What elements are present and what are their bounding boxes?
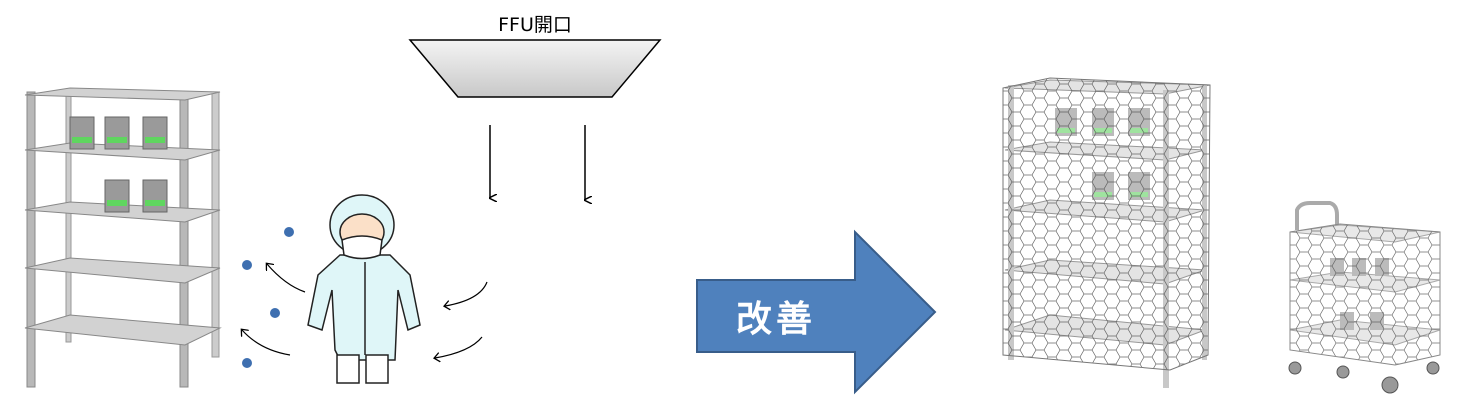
ffu-opening-label: FFU開口: [498, 14, 572, 36]
wafer-cassettes: [69, 116, 168, 213]
open-wire-shelf: [24, 87, 222, 388]
ffu-opening: [408, 39, 662, 98]
mesh-covered-cart: [1288, 201, 1441, 394]
mesh-covered-shelf: [1002, 77, 1211, 388]
improvement-label: 改善: [735, 299, 816, 340]
particle-dispersion-arrows: [242, 264, 488, 358]
cleanroom-worker: [307, 194, 421, 384]
improvement-arrow: [696, 229, 937, 395]
downflow-arrows: [490, 125, 585, 200]
particles: [242, 227, 294, 368]
